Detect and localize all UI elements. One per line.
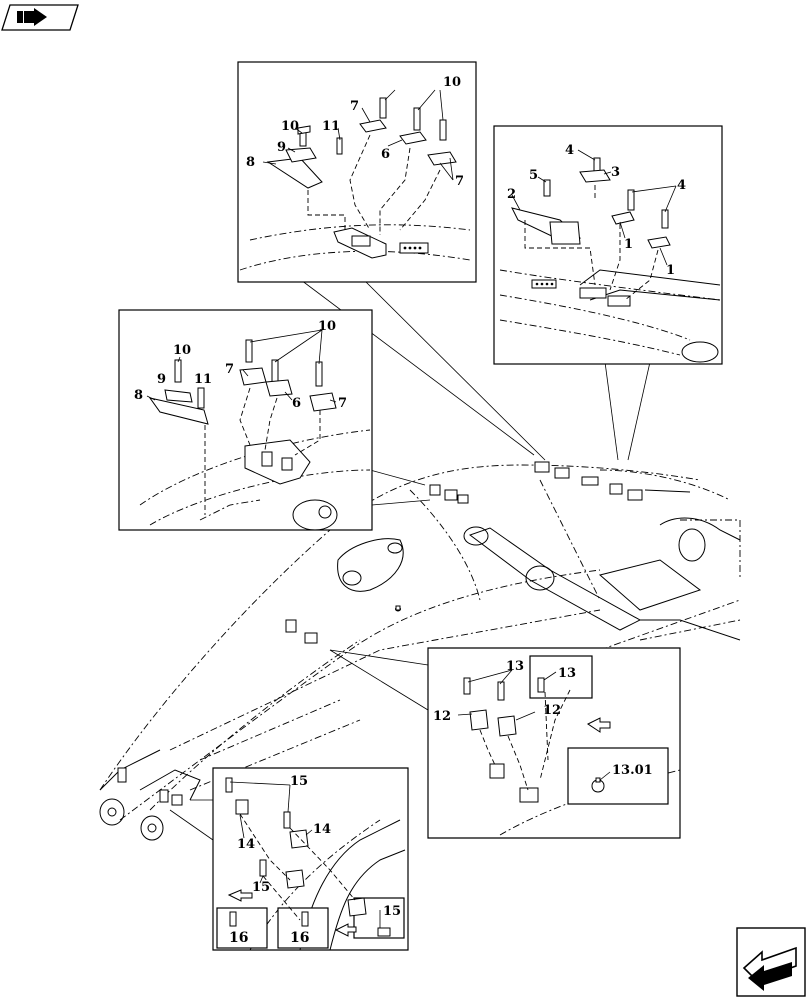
callout-e-16: 16 [229, 930, 248, 946]
leader-lines [169, 267, 651, 841]
callout-d-13b: 13 [558, 666, 576, 681]
callout-d-1301: 13.01 [612, 763, 653, 778]
book-arrow-icon[interactable] [1, 4, 79, 31]
callout-c-7: 7 [225, 362, 234, 377]
callout-c-9: 9 [157, 372, 166, 387]
callout-d-12b: 12 [543, 703, 561, 718]
callout-a-11: 11 [322, 119, 340, 134]
callout-e-14b: 14 [313, 822, 331, 837]
callout-a-6: 6 [381, 147, 390, 162]
callout-c-6: 6 [292, 396, 301, 411]
callout-c-10b: 10 [173, 343, 191, 358]
boom-clamp-group-rear [534, 461, 691, 501]
detail-box-c [118, 309, 373, 531]
detail-box-e [212, 767, 409, 951]
callout-e-14: 14 [237, 837, 255, 852]
callout-c-10: 10 [318, 319, 336, 334]
callout-labels: 10 7 10 11 9 8 6 7 4 5 3 2 4 1 1 10 10 7… [134, 75, 686, 946]
callout-b-1: 1 [624, 237, 633, 252]
callout-b-4b: 4 [677, 178, 686, 193]
callout-c-11: 11 [194, 372, 212, 387]
detail-box-b [493, 125, 723, 365]
next-page-arrow-icon[interactable] [736, 927, 806, 997]
boom-clamp-group-front [285, 619, 318, 644]
boom-clamp-group-nose [159, 789, 183, 806]
callout-b-5: 5 [529, 168, 538, 183]
callout-a-10: 10 [443, 75, 461, 90]
callout-e-15: 15 [290, 774, 308, 789]
callout-a-7b: 7 [455, 174, 464, 189]
callout-e-15c: 15 [383, 904, 401, 919]
detail-box-d [427, 647, 681, 839]
callout-a-9: 9 [277, 140, 286, 155]
callout-e-16b: 16 [290, 930, 309, 946]
callout-a-8: 8 [246, 155, 255, 170]
callout-d-13: 13 [506, 659, 524, 674]
callout-a-10b: 10 [281, 119, 299, 134]
detail-box-a [237, 61, 477, 283]
callout-c-8: 8 [134, 388, 143, 403]
callout-b-3: 3 [611, 165, 620, 180]
boom-assembly [99, 461, 741, 841]
callout-c-7b: 7 [338, 396, 347, 411]
callout-a-7: 7 [350, 99, 359, 114]
callout-e-15b: 15 [252, 880, 270, 895]
callout-b-1b: 1 [666, 263, 675, 278]
callout-d-12: 12 [433, 709, 451, 724]
boom-clamp-group-top [429, 484, 469, 504]
callout-b-2: 2 [507, 187, 516, 202]
callout-b-4: 4 [565, 143, 574, 158]
